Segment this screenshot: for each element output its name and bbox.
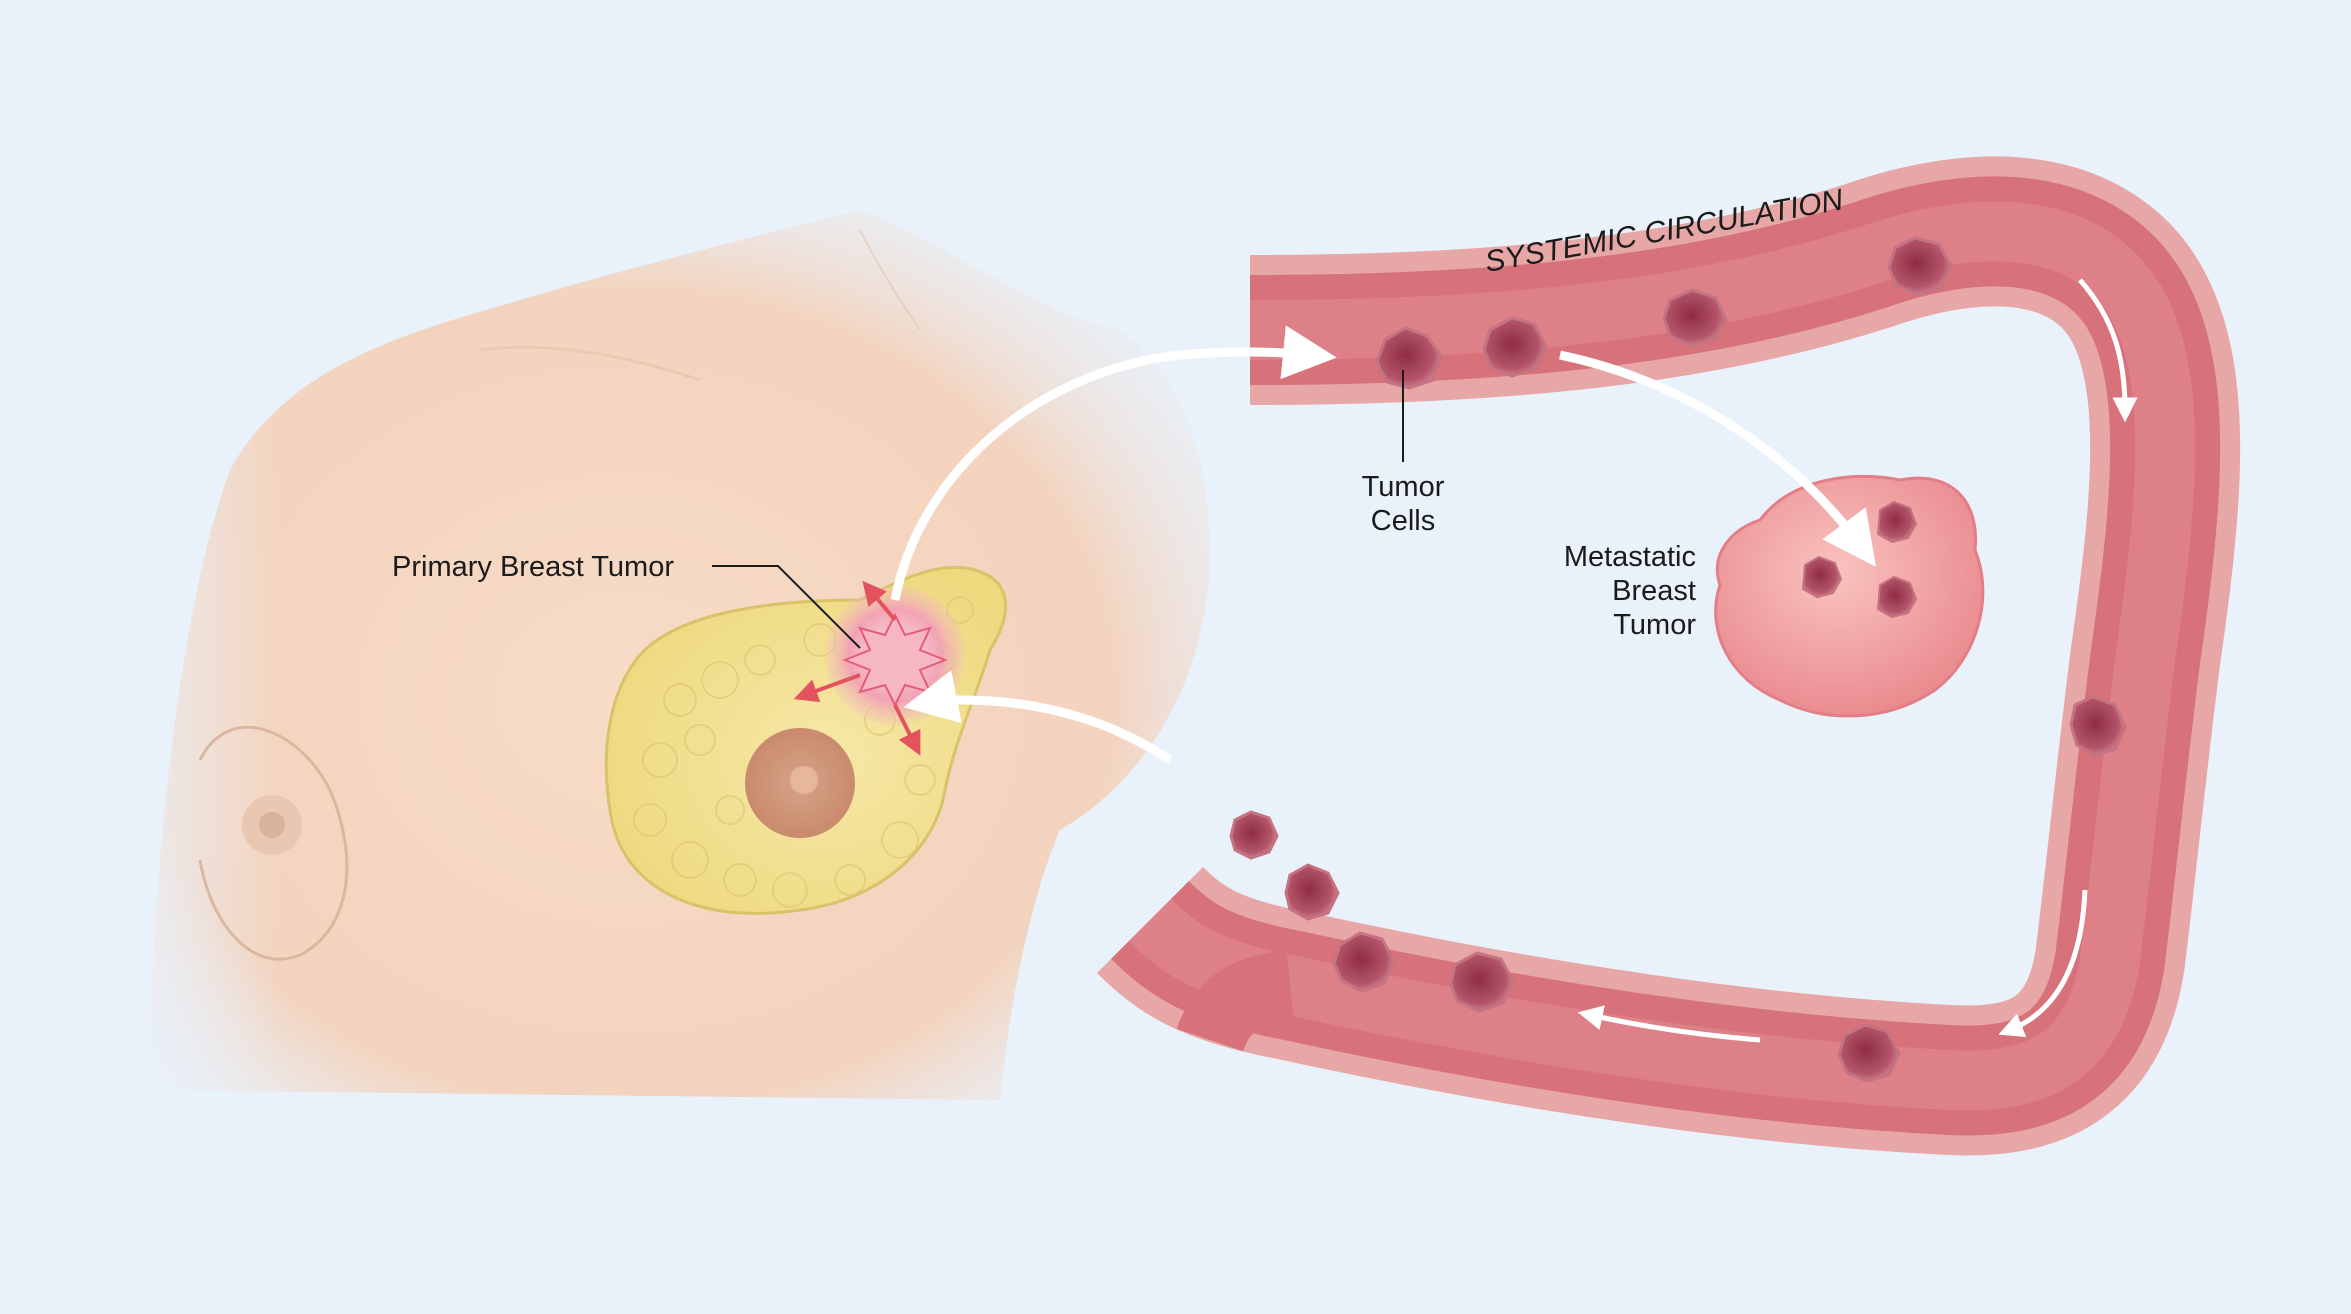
label-primary-breast-tumor: Primary Breast Tumor <box>392 551 674 583</box>
label-metastatic-1: Metastatic <box>1564 541 1696 573</box>
tumor-cell <box>1332 931 1396 993</box>
arrow-to-metastasis <box>1559 350 1877 567</box>
tumor-cell <box>1284 863 1340 921</box>
spread-arrows <box>890 325 1877 764</box>
tumor-cell <box>1375 326 1443 390</box>
arrow-return-to-tumor <box>903 670 1173 764</box>
label-tumor-cells-2: Cells <box>1371 505 1435 537</box>
circulating-tumor-cells <box>1229 236 2127 1083</box>
label-metastatic-2: Breast <box>1612 575 1696 607</box>
tumor-cell <box>1887 236 1953 296</box>
tumor-cell <box>1662 288 1728 348</box>
arrow-to-circulation <box>890 325 1337 601</box>
tumor-cell <box>1229 810 1279 860</box>
metastatic-tumor <box>1714 474 1985 718</box>
tumor-cell <box>1449 951 1515 1013</box>
leader-line-primary <box>712 565 861 649</box>
flow-arrow <box>2078 278 2138 423</box>
tumor-cell <box>1837 1023 1901 1083</box>
label-metastatic-3: Tumor <box>1613 609 1696 641</box>
blood-vessel <box>1096 156 2241 1156</box>
flow-arrow <box>1577 1005 1761 1043</box>
label-tumor-cells-1: Tumor <box>1362 471 1445 503</box>
tumor-cell <box>1482 316 1548 378</box>
tumor-cell <box>2069 695 2127 757</box>
flow-arrow <box>1998 889 2088 1037</box>
